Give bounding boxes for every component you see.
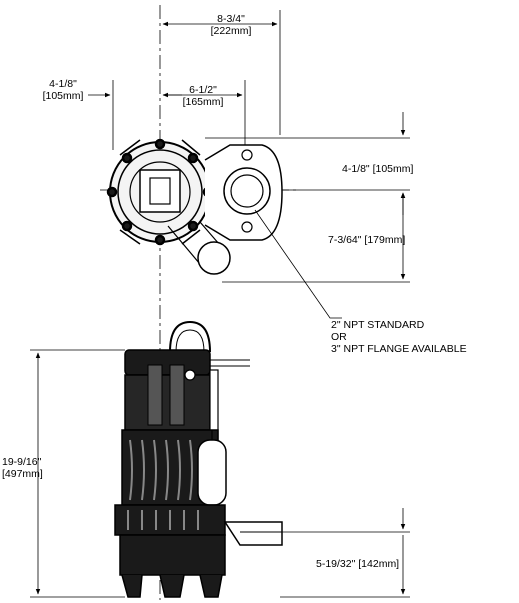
float-top — [197, 241, 231, 275]
callout-line2: OR — [331, 331, 347, 343]
discharge-height-label: 5-19/32" [142mm] — [316, 558, 400, 570]
dimension-lines — [35, 21, 406, 595]
overall-height-label: 19-9/16" [497mm] — [2, 456, 43, 480]
discharge-offset-label: 4-1/8" [105mm] — [342, 163, 414, 175]
center-to-discharge-metric: [165mm] — [182, 96, 224, 108]
center-to-discharge-imperial: 6-1/2" — [189, 84, 217, 96]
discharge-callout: 2" NPT STANDARD OR 3" NPT FLANGE AVAILAB… — [331, 319, 467, 355]
motor-body — [124, 374, 211, 431]
discharge-outlet — [223, 521, 283, 546]
motor-cap — [124, 349, 211, 376]
left-offset-label: 4-1/8" [105mm] — [33, 78, 93, 102]
side-view — [30, 320, 410, 598]
center-to-discharge-label: 6-1/2" [165mm] — [173, 84, 233, 108]
discharge-to-back-label: 7-3/64" [179mm] — [328, 234, 406, 246]
callout-leader — [254, 209, 342, 319]
handle — [169, 320, 211, 353]
top-view — [100, 5, 410, 600]
overall-height-imperial: 19-9/16" — [2, 456, 42, 468]
left-offset-metric: [105mm] — [42, 90, 84, 102]
callout-line3: 3" NPT FLANGE AVAILABLE — [331, 343, 467, 355]
top-width-metric: [222mm] — [210, 25, 252, 37]
overall-height-metric: [497mm] — [2, 468, 43, 480]
callout-line1: 2" NPT STANDARD — [331, 319, 425, 331]
left-offset-imperial: 4-1/8" — [49, 78, 77, 90]
base — [119, 534, 226, 576]
top-width-imperial: 8-3/4" — [217, 13, 245, 25]
top-width-label: 8-3/4" [222mm] — [196, 13, 266, 37]
float-switch — [197, 439, 227, 506]
